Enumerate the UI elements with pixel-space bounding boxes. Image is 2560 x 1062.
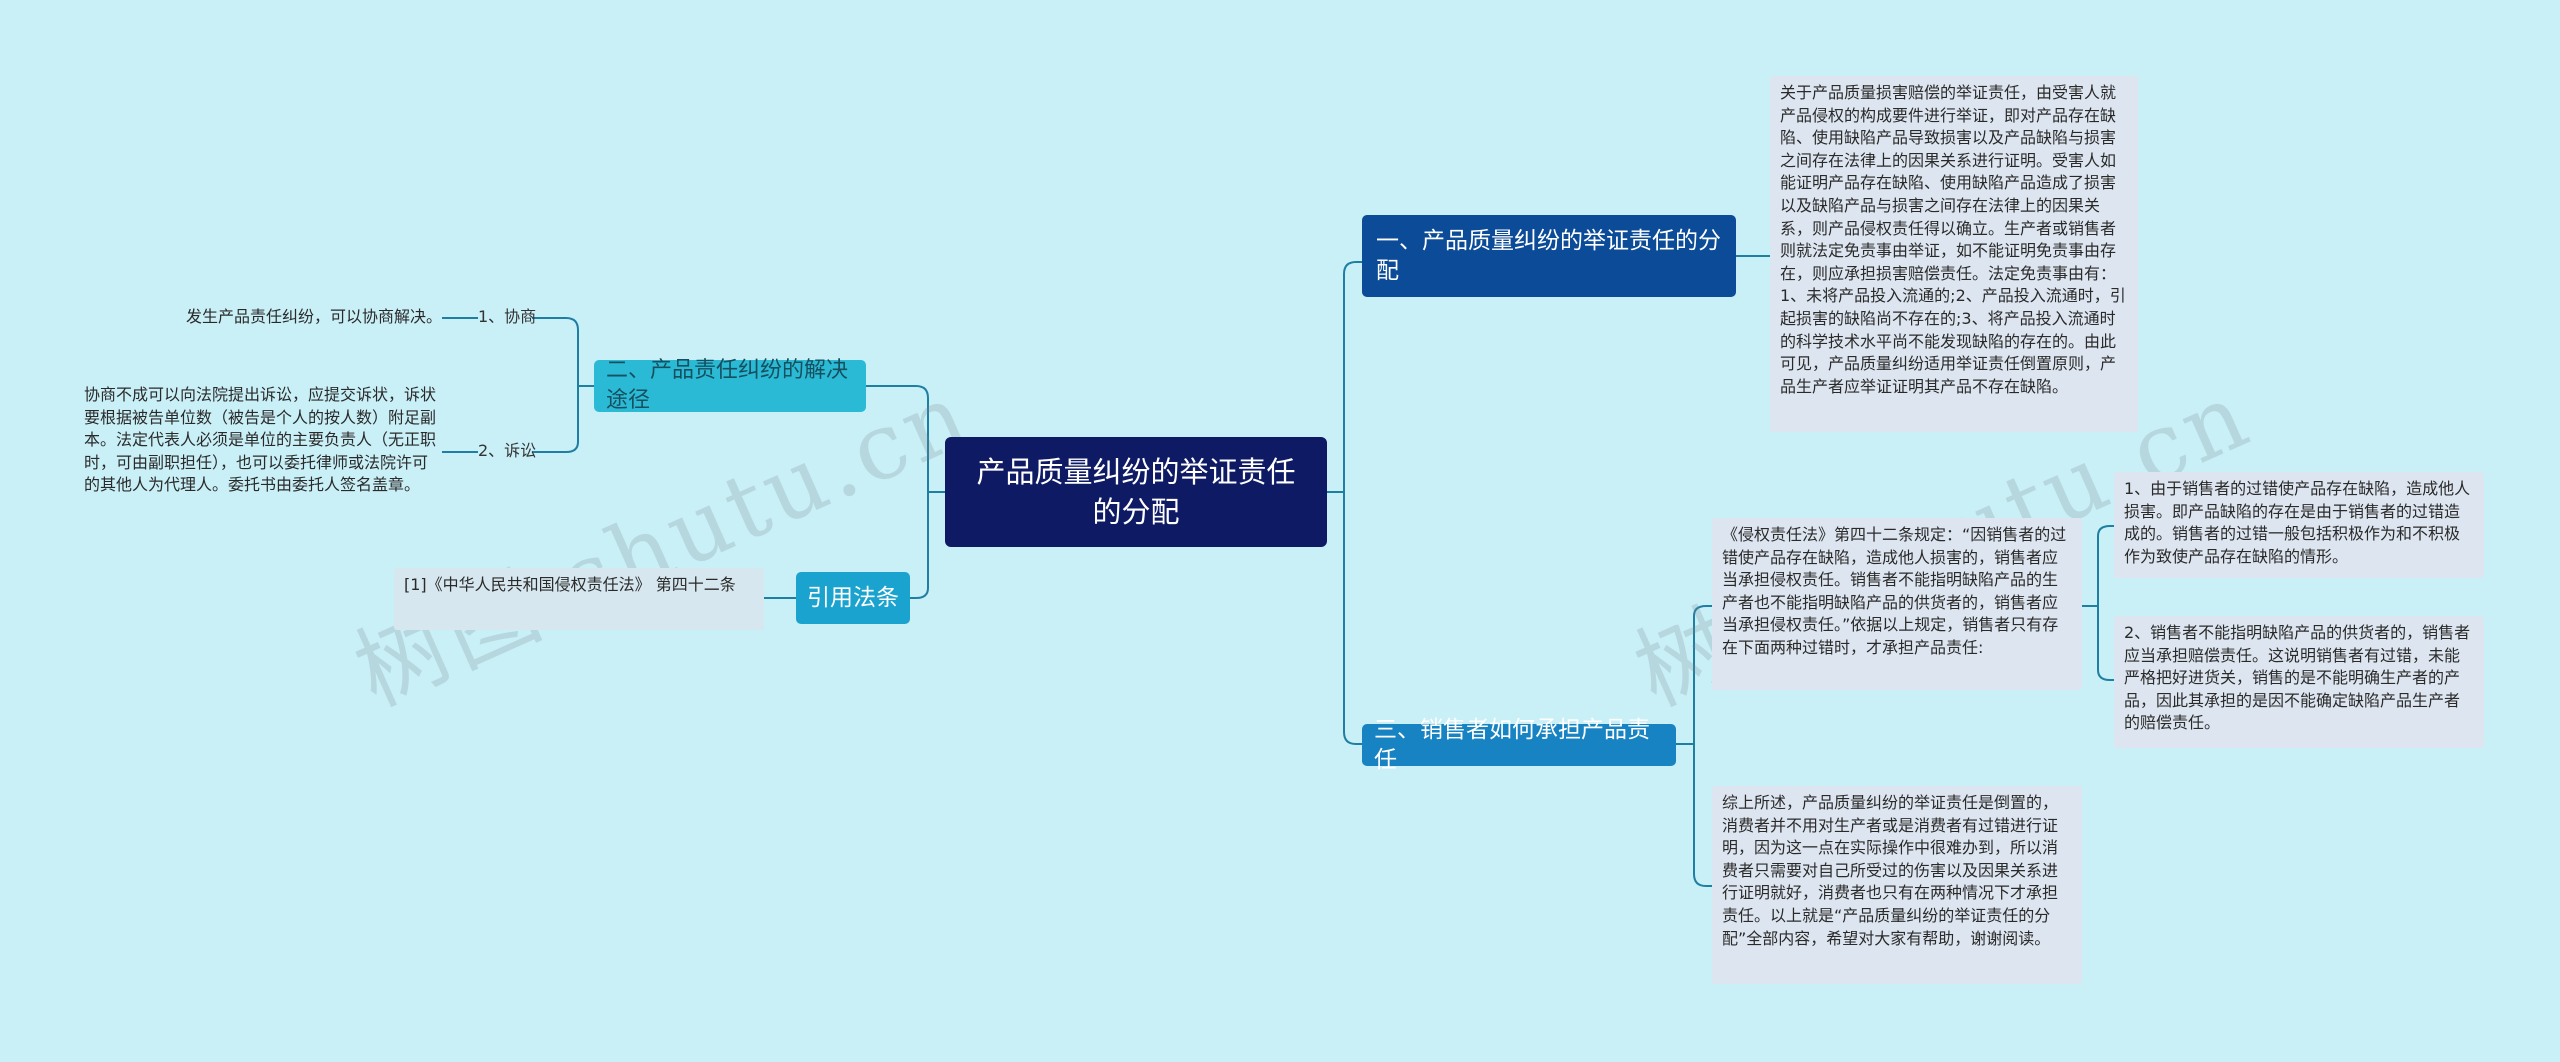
detail-text: 1、由于销售者的过错使产品存在缺陷，造成他人损害。即产品缺陷的存在是由于销售者的…	[2124, 479, 2471, 566]
root-topic[interactable]: 产品质量纠纷的举证责任的分配	[945, 437, 1327, 547]
child-label: 1、协商	[478, 307, 537, 326]
root-topic-label: 产品质量纠纷的举证责任的分配	[976, 455, 1296, 529]
branch-label: 一、产品质量纠纷的举证责任的分配	[1376, 228, 1721, 284]
child-negotiation[interactable]: 1、协商	[478, 306, 548, 330]
litigation-detail[interactable]: 协商不成可以向法院提出诉讼，应提交诉状，诉状要根据被告单位数（被告是个人的按人数…	[84, 384, 442, 524]
branch-burden-of-proof[interactable]: 一、产品质量纠纷的举证责任的分配	[1362, 215, 1736, 297]
child-label: 2、诉讼	[478, 441, 537, 460]
detail-text: 关于产品质量损害赔偿的举证责任，由受害人就产品侵权的构成要件进行举证，即对产品存…	[1780, 83, 2126, 396]
child-litigation[interactable]: 2、诉讼	[478, 440, 548, 464]
branch-label: 三、销售者如何承担产品责任	[1374, 717, 1650, 773]
detail-text: 《侵权责任法》第四十二条规定：“因销售者的过错使产品存在缺陷，造成他人损害的，销…	[1722, 525, 2067, 657]
detail-text: 协商不成可以向法院提出诉讼，应提交诉状，诉状要根据被告单位数（被告是个人的按人数…	[84, 385, 437, 494]
branch-label: 引用法条	[807, 585, 899, 611]
detail-text: 2、销售者不能指明缺陷产品的供货者的，销售者应当承担赔偿责任。这说明销售者有过错…	[2124, 623, 2471, 733]
seller-liability-point-1[interactable]: 1、由于销售者的过错使产品存在缺陷，造成他人损害。即产品缺陷的存在是由于销售者的…	[2114, 472, 2484, 578]
seller-liability-point-2[interactable]: 2、销售者不能指明缺陷产品的供货者的，销售者应当承担赔偿责任。这说明销售者有过错…	[2114, 616, 2484, 748]
branch-label: 二、产品责任纠纷的解决途径	[606, 358, 849, 413]
seller-liability-intro[interactable]: 《侵权责任法》第四十二条规定：“因销售者的过错使产品存在缺陷，造成他人损害的，销…	[1712, 518, 2082, 690]
branch-dispute-resolution[interactable]: 二、产品责任纠纷的解决途径	[594, 358, 866, 413]
negotiation-detail[interactable]: 发生产品责任纠纷，可以协商解决。	[146, 306, 442, 330]
summary-detail[interactable]: 综上所述，产品质量纠纷的举证责任是倒置的，消费者并不用对生产者或是消费者有过错进…	[1712, 786, 2082, 984]
branch-reference[interactable]: 引用法条	[796, 572, 910, 624]
detail-text: 发生产品责任纠纷，可以协商解决。	[185, 307, 442, 326]
detail-text: 综上所述，产品质量纠纷的举证责任是倒置的，消费者并不用对生产者或是消费者有过错进…	[1722, 793, 2059, 948]
detail-text: [1]《中华人民共和国侵权责任法》 第四十二条	[404, 575, 736, 594]
branch-seller-liability[interactable]: 三、销售者如何承担产品责任	[1362, 717, 1676, 773]
burden-of-proof-detail[interactable]: 关于产品质量损害赔偿的举证责任，由受害人就产品侵权的构成要件进行举证，即对产品存…	[1770, 76, 2138, 432]
reference-detail[interactable]: [1]《中华人民共和国侵权责任法》 第四十二条	[394, 568, 764, 630]
